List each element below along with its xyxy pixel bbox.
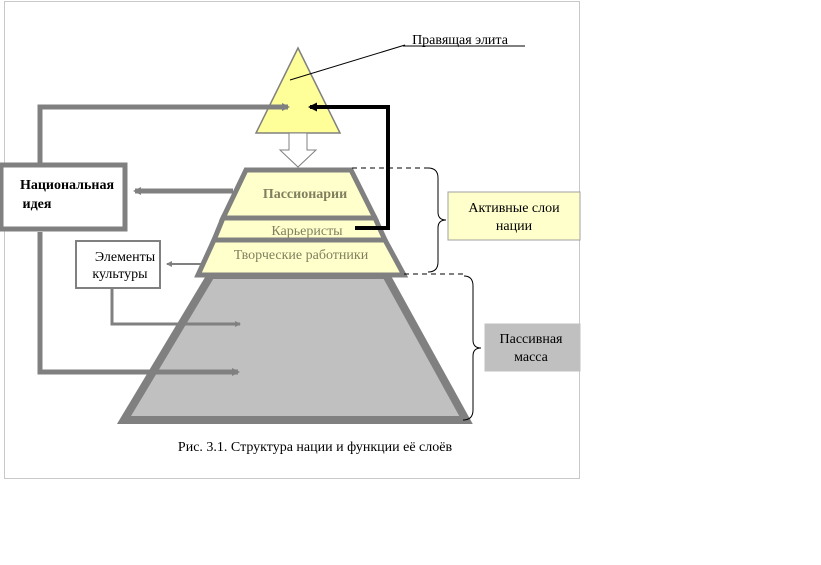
idea-to-passive-arrow — [37, 232, 240, 376]
passive-mass-label-line2: масса — [514, 350, 549, 365]
passionaries-label: Пассионарии — [263, 187, 347, 202]
figure-caption: Рис. 3.1. Структура нации и функции её с… — [178, 440, 453, 455]
national-idea-box — [0, 162, 128, 232]
national-idea-label-line2: идея — [23, 197, 52, 212]
passive-mass-box — [484, 323, 581, 372]
culture-elements-box — [75, 240, 161, 289]
careerists-label: Карьеристы — [271, 224, 343, 239]
ruling-elite-label: Правящая элита — [412, 33, 509, 48]
elite-callout-line — [289, 44, 406, 81]
ruling-elite-triangle — [254, 46, 342, 134]
passive-mass-label-line1: Пассивная — [500, 332, 564, 347]
national-idea-label-line1: Национальная — [20, 178, 115, 193]
active-layers-brace — [427, 167, 447, 273]
idea-to-elite-arrow — [37, 103, 290, 165]
active-layers-label-line2: нации — [496, 219, 533, 234]
culture-label-line1: Элементы — [95, 250, 156, 265]
creative-workers-label: Творческие работники — [234, 248, 369, 263]
culture-to-passive-arrow — [110, 289, 241, 327]
passive-mass-layer — [116, 271, 473, 424]
active-layers-box — [447, 191, 581, 241]
elite-to-passionaries-arrow — [278, 132, 318, 168]
culture-label-line2: культуры — [92, 267, 148, 282]
passive-mass-brace — [462, 275, 482, 421]
active-layers-label-line1: Активные слои — [468, 201, 560, 216]
